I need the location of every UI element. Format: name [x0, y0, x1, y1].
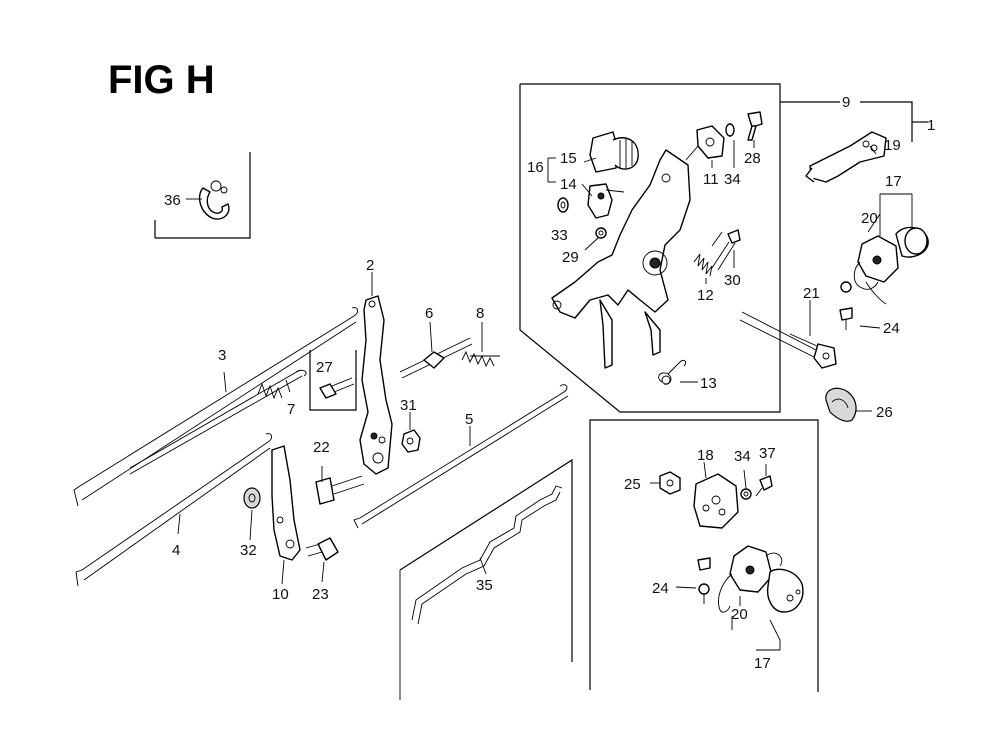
lower-control-frame	[589, 419, 819, 692]
part-4-choke-rod	[75, 433, 273, 587]
label-29: 29	[562, 249, 579, 266]
label-36: 36	[164, 192, 181, 209]
label-9: 9	[842, 94, 850, 111]
part-7-rod	[129, 369, 307, 475]
part-5-rod	[353, 384, 569, 529]
label-25: 25	[624, 476, 641, 493]
label-14: 14	[560, 176, 577, 193]
part-25-nut	[659, 471, 681, 495]
label-11: 11	[703, 171, 719, 188]
part-14-switch-lever	[587, 183, 625, 219]
part-10-lever	[271, 445, 301, 561]
label-18: 18	[697, 447, 714, 464]
label-7: 7	[287, 401, 295, 418]
label-35: 35	[476, 577, 493, 594]
part-24-screw-lower	[697, 557, 711, 604]
part-32-washer	[243, 487, 261, 509]
part-34-washer-top	[725, 123, 735, 137]
label-31: 31	[400, 397, 417, 414]
label-1: 1	[927, 117, 935, 134]
leader-lines	[177, 140, 881, 606]
part-24-screw-upper	[839, 281, 853, 330]
figure-title: FIG H	[108, 58, 215, 102]
label-21: 21	[803, 285, 820, 302]
part-34-washer-lower	[740, 488, 752, 500]
part-30-screw	[711, 229, 741, 271]
part-23-screw	[305, 537, 339, 561]
part-29-washer	[595, 227, 607, 239]
label-5: 5	[465, 411, 473, 428]
part-17-control-assembly-upper	[853, 193, 929, 305]
label-33: 33	[551, 227, 568, 244]
label-16: 16	[527, 159, 544, 176]
part-27-frame	[309, 350, 357, 411]
label-8: 8	[476, 305, 484, 322]
label-12: 12	[697, 287, 714, 304]
part-35-link-rod	[411, 485, 563, 625]
label-37: 37	[759, 445, 776, 462]
bracket-16	[547, 157, 556, 183]
label-24-upper: 24	[883, 320, 900, 337]
label-24-lower: 24	[652, 580, 669, 597]
label-34-lower: 34	[734, 448, 751, 465]
part-17-control-assembly-lower	[718, 545, 804, 651]
label-22: 22	[313, 439, 330, 456]
label-2: 2	[366, 257, 374, 274]
part-36-frame	[154, 152, 251, 239]
label-26: 26	[876, 404, 893, 421]
label-20-upper: 20	[861, 210, 878, 227]
label-34-upper: 34	[724, 171, 741, 188]
part-11-stop-plate	[685, 125, 725, 161]
label-23: 23	[312, 586, 329, 603]
label-6: 6	[425, 305, 433, 322]
label-17-lower: 17	[754, 655, 771, 672]
governor-bracket	[551, 149, 691, 369]
label-27: 27	[316, 359, 333, 376]
label-19: 19	[884, 137, 901, 154]
part-18-plate	[693, 473, 739, 529]
part-27-screw	[319, 377, 355, 399]
label-4: 4	[172, 542, 180, 559]
label-3: 3	[218, 347, 226, 364]
part-22-screw	[315, 475, 365, 505]
part-12-spring	[693, 231, 723, 277]
part-15-stop-switch	[589, 131, 639, 173]
label-13: 13	[700, 375, 717, 392]
governor-assembly-frame	[519, 83, 928, 413]
label-32: 32	[240, 542, 257, 559]
part-labels: 1 2 3 4 5 6 7 8 9 10 11 12 13 14 15 16 1…	[164, 94, 935, 672]
part-31-nut	[401, 429, 421, 453]
part-13-spring	[658, 359, 687, 385]
part-2-lever	[359, 295, 393, 475]
part-8-spring	[461, 350, 500, 368]
part-33-nut	[557, 197, 569, 213]
part-35-frame	[399, 458, 573, 700]
part-3-governor-rod	[73, 307, 359, 507]
label-10: 10	[272, 586, 289, 603]
label-17-upper: 17	[885, 173, 902, 190]
part-19-plate	[805, 131, 887, 183]
part-36-clip	[198, 180, 230, 220]
part-37-screw	[755, 475, 773, 497]
part-26-clamp	[825, 387, 857, 422]
part-6-rod	[399, 337, 473, 379]
label-15: 15	[560, 150, 577, 167]
label-30: 30	[724, 272, 741, 289]
label-28: 28	[744, 150, 761, 167]
label-20-lower: 20	[731, 606, 748, 623]
part-28-bolt	[747, 111, 763, 141]
part-21-bolt	[739, 300, 837, 369]
